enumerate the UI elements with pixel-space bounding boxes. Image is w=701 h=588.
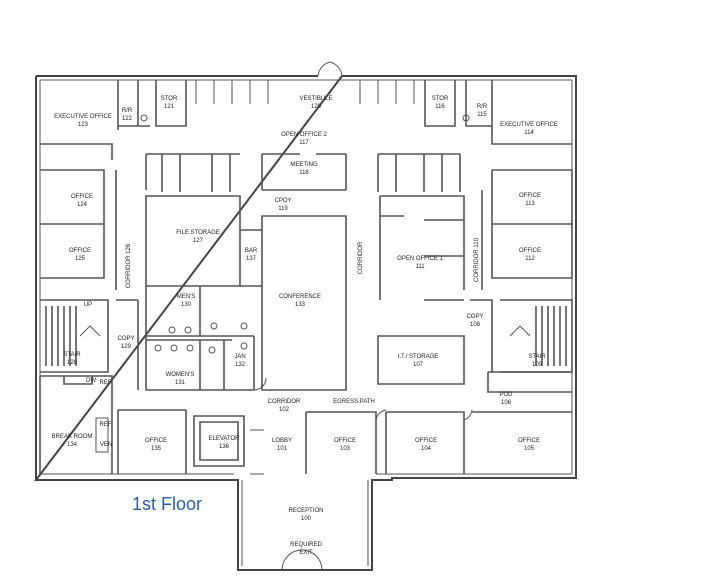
label-egress-path: EGRESS PATH [333, 399, 375, 405]
label-up: UP [84, 302, 92, 308]
label-corridor-110: CORRIDOR 110 [474, 237, 480, 282]
label-ven: VEN [100, 442, 112, 448]
label-ref-1: REF. [99, 380, 112, 386]
label-dw: DW [86, 378, 96, 384]
interior-walls [39, 80, 573, 475]
label-corridor-126: CORRIDOR 126 [126, 243, 132, 288]
floor-title: 1st Floor [132, 494, 203, 514]
label-corridor-center: CORRIDOR [358, 241, 364, 274]
exterior-walls [33, 61, 577, 571]
label-ref-2: REF. [99, 422, 112, 428]
